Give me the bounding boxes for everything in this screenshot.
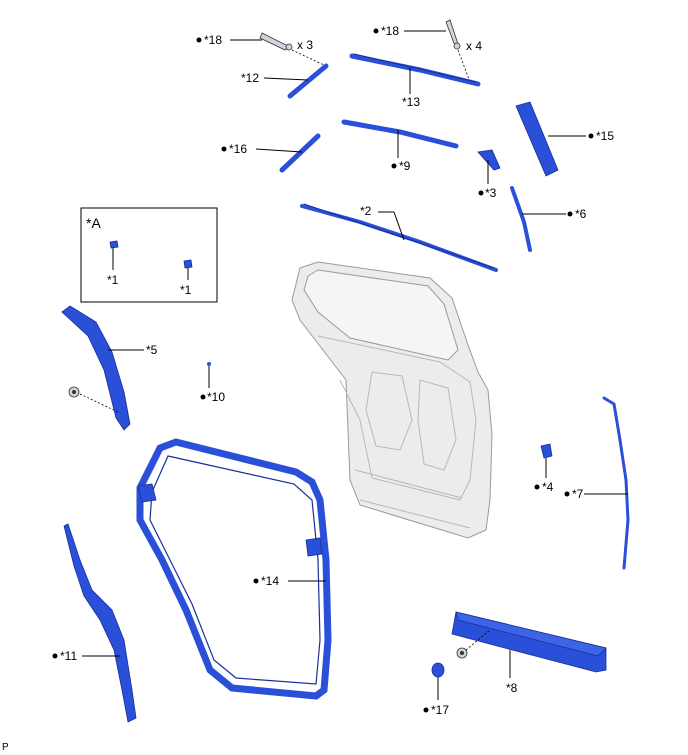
label-13: *13 xyxy=(402,95,420,109)
part-13: *13 xyxy=(349,53,481,109)
part-12: *12 xyxy=(241,63,329,99)
bullet-dot xyxy=(391,163,397,169)
bullet-dot xyxy=(588,133,594,139)
part-14: *14 xyxy=(136,438,332,700)
bolt-group-left: *18 x 3 xyxy=(196,32,327,67)
part-15: *15 xyxy=(515,101,614,177)
inset-title: *A xyxy=(86,215,101,231)
label-7: *7 xyxy=(572,487,584,501)
bullet-dot xyxy=(423,707,429,713)
label-4: *4 xyxy=(542,480,554,494)
bullet-dot xyxy=(52,653,58,659)
part-8: *8 xyxy=(451,611,607,695)
label-2: *2 xyxy=(360,204,372,218)
part-11: *11 xyxy=(52,523,137,723)
bullet-dot xyxy=(221,146,227,152)
bullet-dot xyxy=(534,484,540,490)
label-10: *10 xyxy=(207,390,225,404)
label-1b: *1 xyxy=(180,283,192,297)
bolt-group-right: *18 x 4 xyxy=(373,19,482,83)
label-8: *8 xyxy=(506,681,518,695)
label-11: *11 xyxy=(60,649,77,663)
part-5: *5 xyxy=(61,305,158,431)
label-5: *5 xyxy=(146,343,158,357)
part-7: *7 xyxy=(564,396,630,570)
label-12: *12 xyxy=(241,71,259,85)
rear-door-panel xyxy=(291,261,493,539)
bullet-dot xyxy=(564,491,570,497)
bullet-dot xyxy=(196,37,202,43)
part-3: *3 xyxy=(477,149,501,200)
part-6: *6 xyxy=(510,186,587,252)
quantity-x3: x 3 xyxy=(297,38,313,52)
label-18b: *18 xyxy=(381,24,399,38)
bullet-dot xyxy=(253,578,259,584)
label-18a: *18 xyxy=(204,33,222,47)
figure-code: P xyxy=(2,742,9,753)
inset-box-a: *A *1 *1 xyxy=(80,207,218,303)
bullet-dot xyxy=(373,28,379,34)
label-6: *6 xyxy=(575,207,587,221)
quantity-x4: x 4 xyxy=(466,39,482,53)
part-10: *10 xyxy=(200,362,225,404)
bolt-icon xyxy=(445,19,459,47)
part-17: *17 xyxy=(423,662,449,717)
label-9: *9 xyxy=(399,159,411,173)
bullet-dot xyxy=(478,190,484,196)
label-3: *3 xyxy=(485,186,497,200)
label-1a: *1 xyxy=(107,273,119,287)
part-4: *4 xyxy=(534,443,554,494)
bullet-dot xyxy=(200,394,206,400)
bolt-icon xyxy=(259,32,289,51)
label-14: *14 xyxy=(261,574,279,588)
label-16: *16 xyxy=(229,142,247,156)
part-2: *2 xyxy=(300,203,498,272)
part-16: *16 xyxy=(221,133,321,173)
label-15: *15 xyxy=(596,129,614,143)
bullet-dot xyxy=(567,211,573,217)
label-17: *17 xyxy=(431,703,449,717)
part-9: *9 xyxy=(341,119,459,173)
